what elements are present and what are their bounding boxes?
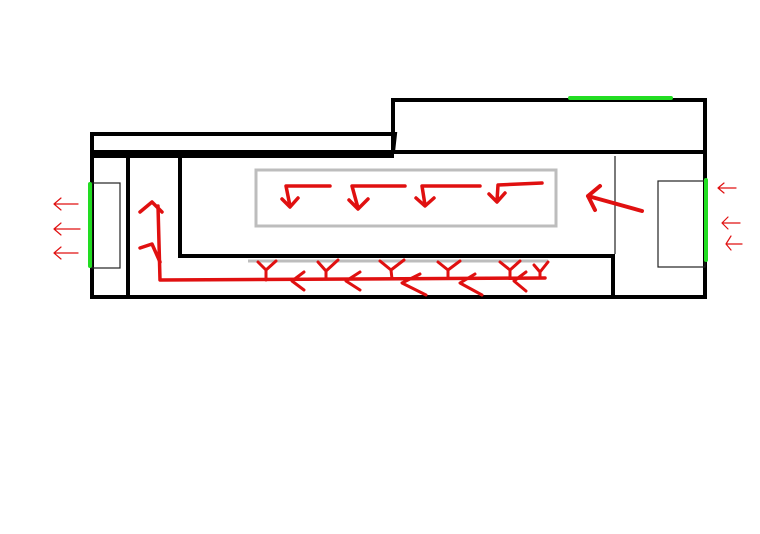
return-arrowhead-bottom — [138, 242, 162, 264]
flow-chevron — [344, 270, 362, 292]
upper-enclosure — [90, 98, 707, 299]
y-mark — [378, 258, 406, 281]
filter-hook-arrow — [487, 181, 544, 204]
flow-chevron — [400, 272, 428, 297]
return-arrowhead-top — [138, 200, 164, 214]
y-mark — [436, 259, 462, 280]
y-mark — [316, 258, 340, 281]
flow-chevron — [512, 270, 528, 293]
inner-duct-wall — [178, 156, 615, 297]
left-arrow-icon — [725, 235, 743, 251]
intake-arrow — [586, 184, 644, 213]
y-mark — [498, 259, 522, 280]
filter-hook-arrow — [414, 184, 482, 208]
flow-chevron — [458, 272, 484, 297]
left-arrow-icon — [53, 246, 79, 260]
outlet-arrows — [53, 197, 81, 260]
return-path — [156, 204, 547, 282]
y-mark — [256, 259, 278, 282]
flow-chevrons — [290, 270, 528, 297]
inlet-arrows — [717, 182, 743, 251]
flow-chevron — [290, 270, 306, 292]
left-arrow-icon — [53, 197, 79, 211]
y-mark — [532, 260, 550, 279]
inner-details — [91, 156, 706, 269]
filters — [248, 168, 558, 263]
y-marks — [256, 258, 550, 282]
filter-hook-arrow — [280, 184, 332, 209]
filter-hook-arrow — [347, 184, 407, 211]
left-arrow-icon — [717, 182, 737, 194]
outlet-box — [91, 182, 121, 269]
upper-enclosure-outline — [90, 98, 707, 299]
left-arrow-icon — [721, 216, 741, 230]
airflow-arrows — [53, 181, 743, 297]
inlet-box — [657, 180, 706, 268]
left-arrow-icon — [53, 222, 81, 236]
vents — [88, 96, 708, 268]
upper-filter — [254, 168, 558, 228]
